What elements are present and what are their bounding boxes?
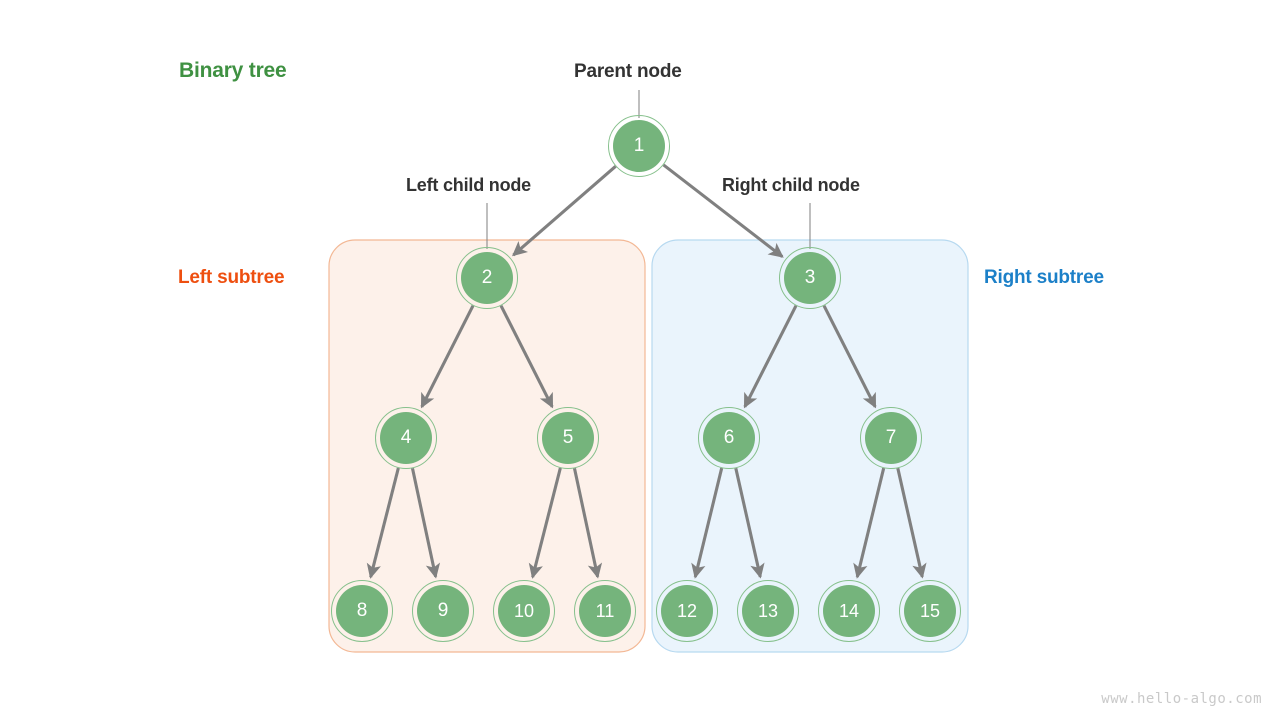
- annotation-right-child-node: Right child node: [722, 175, 860, 195]
- tree-edges: [366, 163, 927, 579]
- tree-node-3[interactable]: 3: [784, 252, 836, 304]
- tree-node-11[interactable]: 11: [579, 585, 631, 637]
- tree-edge-6-to-12: [691, 467, 724, 579]
- tree-node-15[interactable]: 15: [904, 585, 956, 637]
- tree-edge-7-to-14: [853, 467, 886, 579]
- tree-edge-1-to-2: [512, 165, 617, 257]
- tree-node-1[interactable]: 1: [613, 120, 665, 172]
- tree-node-7[interactable]: 7: [865, 412, 917, 464]
- tree-edge-4-to-9: [410, 467, 441, 579]
- tree-node-2[interactable]: 2: [461, 252, 513, 304]
- tree-node-ring-6: [698, 407, 760, 469]
- tree-edge-3-to-6: [743, 304, 798, 409]
- tree-edge-1-to-3: [662, 163, 784, 258]
- tree-node-ring-13: [737, 580, 799, 642]
- tree-node-14[interactable]: 14: [823, 585, 875, 637]
- tree-edge-6-to-13: [734, 467, 765, 579]
- tree-edge-7-to-15: [896, 467, 927, 579]
- tree-node-ring-11: [574, 580, 636, 642]
- tree-node-ring-4: [375, 407, 437, 469]
- tree-node-ring-9: [412, 580, 474, 642]
- tree-edge-4-to-8: [366, 467, 400, 579]
- tree-node-ring-7: [860, 407, 922, 469]
- tree-node-ring-14: [818, 580, 880, 642]
- tree-edge-3-to-7: [822, 304, 877, 409]
- tree-node-4[interactable]: 4: [380, 412, 432, 464]
- tree-node-ring-12: [656, 580, 718, 642]
- tree-node-9[interactable]: 9: [417, 585, 469, 637]
- annotation-right-subtree: Right subtree: [984, 267, 1104, 288]
- tree-edge-5-to-10: [528, 467, 562, 579]
- diagram-title: Binary tree: [179, 59, 287, 82]
- tree-edge-2-to-4: [420, 304, 475, 409]
- tree-node-13[interactable]: 13: [742, 585, 794, 637]
- tree-node-10[interactable]: 10: [498, 585, 550, 637]
- tree-node-ring-10: [493, 580, 555, 642]
- watermark: www.hello-algo.com: [1101, 691, 1262, 707]
- tree-edge-2-to-5: [499, 304, 554, 409]
- tree-node-ring-5: [537, 407, 599, 469]
- tree-node-ring-1: [608, 115, 670, 177]
- subtree-panels: [328, 239, 969, 653]
- tree-node-ring-3: [779, 247, 841, 309]
- tree-edge-5-to-11: [572, 467, 603, 579]
- annotation-leader-lines: [486, 90, 811, 249]
- tree-node-ring-15: [899, 580, 961, 642]
- tree-node-8[interactable]: 8: [336, 585, 388, 637]
- tree-node-ring-2: [456, 247, 518, 309]
- annotation-left-child-node: Left child node: [406, 175, 531, 195]
- tree-node-ring-8: [331, 580, 393, 642]
- annotation-left-subtree: Left subtree: [178, 267, 285, 288]
- tree-node-12[interactable]: 12: [661, 585, 713, 637]
- tree-node-6[interactable]: 6: [703, 412, 755, 464]
- tree-node-5[interactable]: 5: [542, 412, 594, 464]
- annotation-parent-node: Parent node: [574, 61, 682, 82]
